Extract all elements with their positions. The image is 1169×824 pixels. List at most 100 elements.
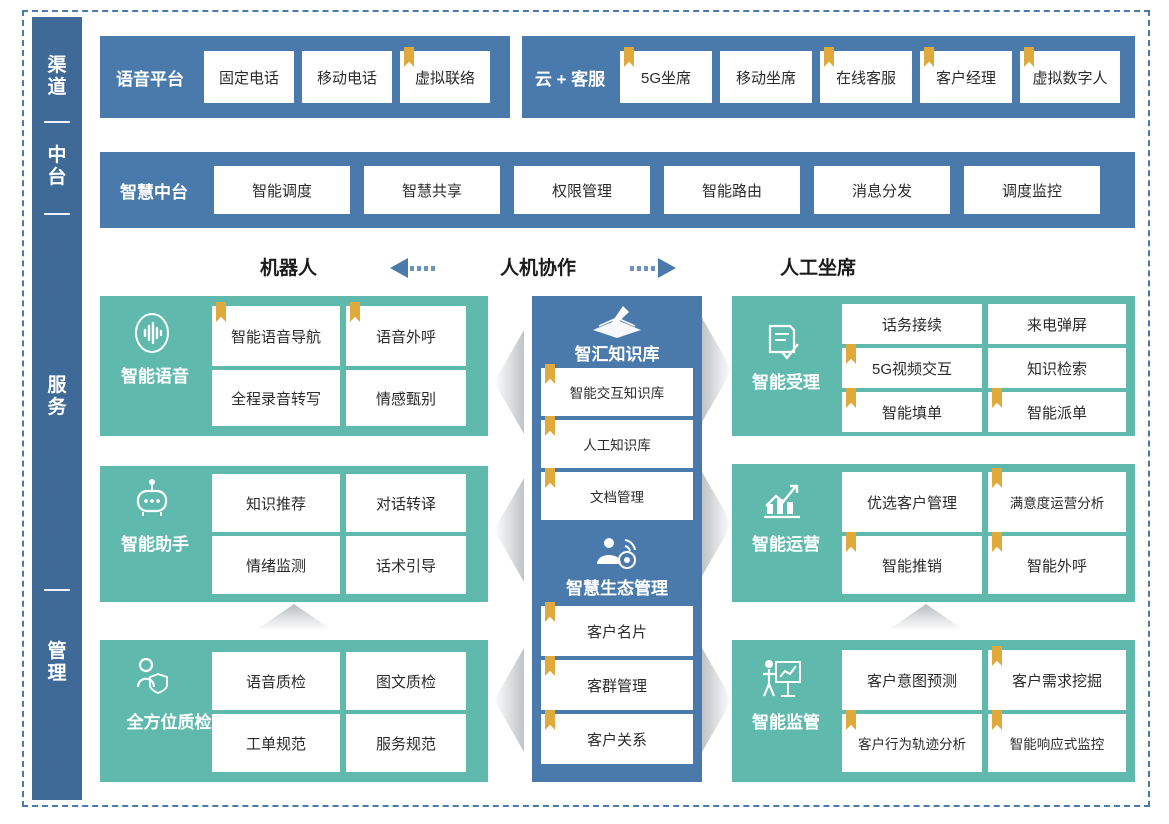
card-label: 客户关系 [586, 731, 647, 749]
card-knowledge-retrieval[interactable]: 知识检索 [988, 348, 1126, 388]
card-scheduling-monitor[interactable]: 调度监控 [964, 166, 1100, 214]
card-label: 话术引导 [375, 557, 436, 575]
card-account-manager[interactable]: 客户经理 [920, 51, 1012, 103]
card-emotion-monitoring[interactable]: 情绪监测 [212, 536, 340, 594]
card-label: 语音质检 [245, 673, 306, 691]
voice-platform-group: 语音平台 固定电话 移动电话 虚拟联络 [100, 36, 510, 118]
cloud-service-title: 云 + 客服 [534, 69, 606, 89]
sidebar-item-midplatform[interactable]: 中台 [47, 145, 67, 188]
card-label: 智能交互知识库 [569, 386, 665, 401]
card-label: 服务规范 [375, 735, 436, 753]
card-customer-group-management[interactable]: 客群管理 [541, 660, 693, 710]
module-smart-operation: 智能运营 优选客户管理 满意度运营分析 智能推销 智能外呼 [732, 464, 1135, 602]
card-customer-card[interactable]: 客户名片 [541, 606, 693, 656]
card-smart-scheduling[interactable]: 智能调度 [214, 166, 350, 214]
card-incoming-call-popup[interactable]: 来电弹屏 [988, 304, 1126, 344]
card-voice-outbound[interactable]: 语音外呼 [346, 306, 466, 366]
card-label: 话务接续 [881, 316, 942, 334]
card-call-handover[interactable]: 话务接续 [842, 304, 982, 344]
person-shield-icon [128, 654, 176, 702]
card-label: 优选客户管理 [866, 494, 957, 512]
person-network-icon [532, 534, 702, 574]
card-customer-demand-mining[interactable]: 客户需求挖掘 [988, 650, 1126, 710]
card-label: 语音外呼 [375, 328, 436, 346]
card-label: 智能路由 [701, 182, 762, 200]
card-smart-outbound[interactable]: 智能外呼 [988, 536, 1126, 594]
card-online-service[interactable]: 在线客服 [820, 51, 912, 103]
cloud-service-group: 云 + 客服 5G坐席 移动坐席 在线客服 客户经理 虚拟数字人 [522, 36, 1135, 118]
card-customer-intent-prediction[interactable]: 客户意图预测 [842, 650, 982, 710]
book-pen-icon [532, 304, 702, 340]
card-interactive-knowledge-base[interactable]: 智能交互知识库 [541, 368, 693, 416]
column-header-collaboration: 人机协作 [500, 258, 577, 279]
card-5g-seat[interactable]: 5G坐席 [620, 51, 712, 103]
sidebar-item-channel[interactable]: 渠道 [47, 55, 67, 98]
card-smart-routing[interactable]: 智能路由 [664, 166, 800, 214]
module-title-smart-acceptance: 智能受理 [752, 373, 820, 392]
card-label: 文档管理 [590, 490, 644, 505]
card-knowledge-recommendation[interactable]: 知识推荐 [212, 474, 340, 532]
column-headers-row: 机器人 人机协作 人工坐席 [100, 240, 1135, 292]
card-label: 智能调度 [251, 182, 312, 200]
card-label: 客户需求挖掘 [1011, 672, 1102, 690]
card-label: 情绪监测 [245, 557, 306, 575]
module-title-knowledge-base: 智汇知识库 [574, 345, 660, 364]
card-virtual-contact[interactable]: 虚拟联络 [400, 51, 490, 103]
sidebar-divider-2 [44, 213, 70, 215]
card-voice-quality-check[interactable]: 语音质检 [212, 652, 340, 710]
card-fixed-phone[interactable]: 固定电话 [204, 51, 294, 103]
column-header-human-seat: 人工坐席 [780, 258, 857, 279]
card-document-management[interactable]: 文档管理 [541, 472, 693, 520]
card-full-recording-transcription[interactable]: 全程录音转写 [212, 370, 340, 426]
card-label: 工单规范 [245, 735, 306, 753]
card-label: 情感甄别 [375, 390, 436, 408]
card-label: 客户意图预测 [866, 672, 957, 690]
card-smart-form-filling[interactable]: 智能填单 [842, 392, 982, 432]
card-speech-guidance[interactable]: 话术引导 [346, 536, 466, 594]
arrow-right-icon [630, 258, 676, 278]
card-smart-dispatch[interactable]: 智能派单 [988, 392, 1126, 432]
document-check-icon [760, 322, 804, 366]
left-layer-sidebar: 渠道 中台 服务 管理 [32, 17, 82, 800]
card-label: 智能外呼 [1026, 557, 1087, 575]
card-text-image-quality-check[interactable]: 图文质检 [346, 652, 466, 710]
card-label: 全程录音转写 [230, 390, 321, 408]
card-customer-relationship[interactable]: 客户关系 [541, 714, 693, 764]
card-5g-video-interaction[interactable]: 5G视频交互 [842, 348, 982, 388]
card-emotion-discrimination[interactable]: 情感甄别 [346, 370, 466, 426]
module-smart-supervision: 智能监管 客户意图预测 客户需求挖掘 客户行为轨迹分析 智能响应式监控 [732, 640, 1135, 782]
mid-platform-group: 智慧中台 智能调度 智慧共享 权限管理 智能路由 消息分发 调度监控 [100, 152, 1135, 228]
robot-icon [130, 478, 174, 524]
card-permission-management[interactable]: 权限管理 [514, 166, 650, 214]
card-label: 在线客服 [835, 69, 896, 87]
module-knowledge-base: 智汇知识库 智能交互知识库 人工知识库 文档管理 [532, 296, 702, 544]
card-satisfaction-operation-analysis[interactable]: 满意度运营分析 [988, 472, 1126, 532]
card-premium-customer-management[interactable]: 优选客户管理 [842, 472, 982, 532]
presenter-board-icon [760, 656, 804, 702]
card-label: 移动坐席 [735, 69, 796, 87]
card-label: 知识检索 [1026, 360, 1087, 378]
module-full-quality-inspection: 全方位质检 语音质检 图文质检 工单规范 服务规范 [100, 640, 488, 782]
card-customer-behavior-trace-analysis[interactable]: 客户行为轨迹分析 [842, 714, 982, 772]
card-virtual-digital-human[interactable]: 虚拟数字人 [1020, 51, 1120, 103]
card-label: 人工知识库 [583, 438, 651, 453]
card-work-order-standard[interactable]: 工单规范 [212, 714, 340, 772]
card-smart-voice-navigation[interactable]: 智能语音导航 [212, 306, 340, 366]
card-service-standard[interactable]: 服务规范 [346, 714, 466, 772]
sidebar-item-management[interactable]: 管理 [47, 641, 67, 684]
card-message-distribution[interactable]: 消息分发 [814, 166, 950, 214]
card-label: 智能语音导航 [230, 328, 321, 346]
card-smart-responsive-monitoring[interactable]: 智能响应式监控 [988, 714, 1126, 772]
sidebar-item-service[interactable]: 服务 [47, 375, 67, 418]
card-label: 智能派单 [1026, 404, 1087, 422]
card-smart-marketing[interactable]: 智能推销 [842, 536, 982, 594]
card-label: 图文质检 [375, 673, 436, 691]
mid-platform-title: 智慧中台 [120, 182, 188, 202]
card-dialogue-translation[interactable]: 对话转译 [346, 474, 466, 532]
card-mobile-phone[interactable]: 移动电话 [302, 51, 392, 103]
card-smart-sharing[interactable]: 智慧共享 [364, 166, 500, 214]
card-mobile-seat[interactable]: 移动坐席 [720, 51, 812, 103]
card-manual-knowledge-base[interactable]: 人工知识库 [541, 420, 693, 468]
column-header-robot: 机器人 [260, 258, 318, 279]
voice-platform-title: 语音平台 [116, 69, 184, 89]
